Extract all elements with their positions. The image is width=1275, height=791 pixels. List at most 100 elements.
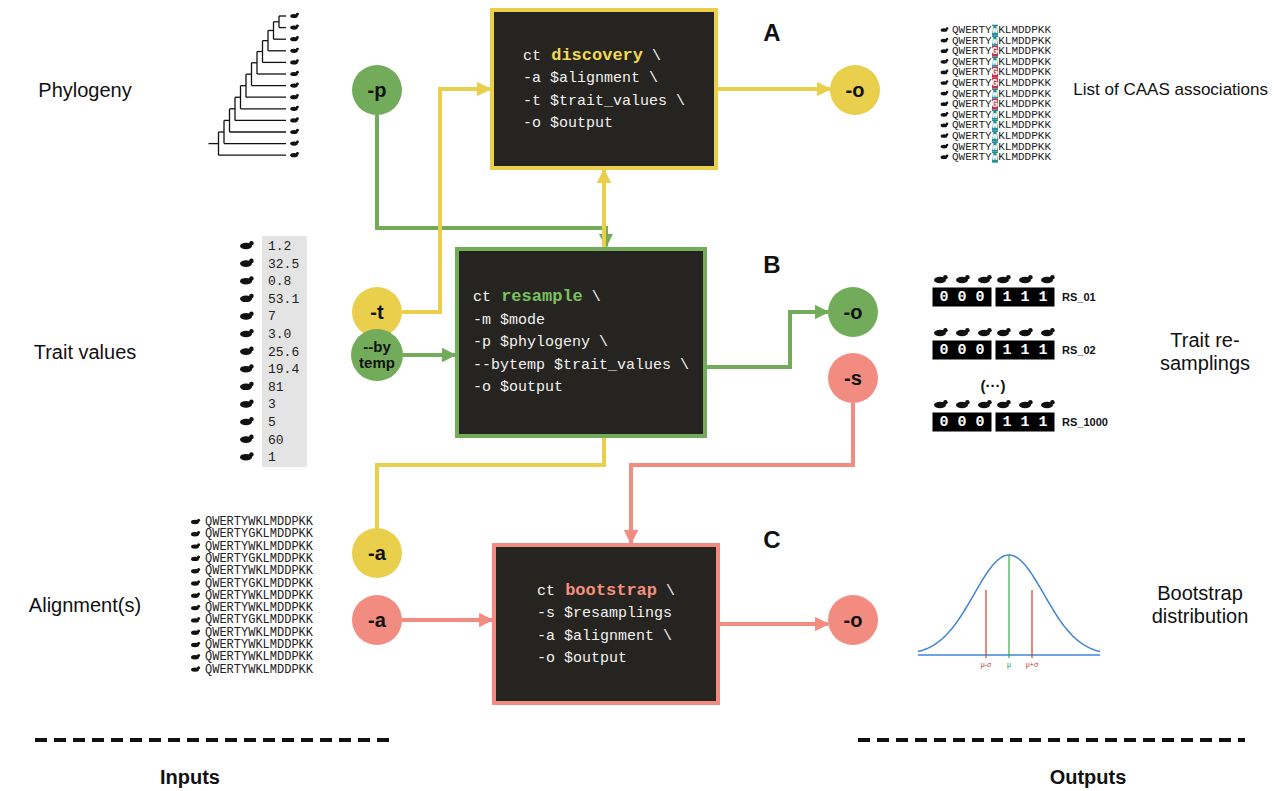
animal-icon: [997, 400, 1011, 408]
resampling-label: 1 1 1: [995, 288, 1054, 307]
option-circle: --by temp: [351, 329, 403, 381]
trait-value: 32.5: [268, 256, 299, 271]
code-line: -s $resamplings: [537, 603, 675, 626]
animal-head: [296, 13, 299, 16]
animal-body: [941, 113, 948, 117]
tree-branch: [279, 15, 286, 16]
animal-head: [965, 328, 970, 333]
animal-head: [1028, 400, 1033, 405]
alignment-row: QWERTYGKLMDDPKK: [205, 614, 313, 626]
animal-head: [249, 364, 254, 369]
trait-value: 5: [268, 415, 276, 430]
code-line: -a $alignment \: [523, 68, 685, 91]
panel-label: Phylogeny: [38, 79, 131, 102]
alignment-row: QWERTYWKLMDDPKK: [205, 541, 313, 553]
dashed-rule: [35, 738, 390, 742]
animal-icon: [941, 70, 949, 75]
animal-head: [197, 605, 200, 608]
animal-icon: [290, 117, 299, 122]
code-text: ct: [473, 289, 491, 306]
tree-branch: [279, 27, 286, 28]
code-line: -t $trait_values \: [523, 91, 685, 114]
option-circle: -o: [830, 65, 880, 115]
alignment-row: W: [992, 141, 999, 152]
trait-value: 1.2: [268, 239, 291, 254]
animal-head: [1050, 400, 1055, 405]
resampling-label: RS_01: [1062, 291, 1096, 303]
animal-head: [197, 592, 200, 595]
animal-head: [943, 275, 948, 280]
animal-head: [987, 275, 992, 280]
animal-icon: [290, 82, 299, 87]
animal-head: [946, 91, 949, 94]
animal-icon: [290, 94, 299, 99]
animal-icon: [978, 328, 992, 336]
alignment-row: KLMDDPKK: [998, 78, 1051, 89]
animal-head: [946, 112, 949, 115]
animal-icon: [191, 568, 200, 574]
animal-head: [296, 94, 299, 97]
connector-arrow: [403, 353, 455, 357]
animal-head: [296, 106, 299, 109]
alignment-row: KLMDDPKK: [998, 35, 1051, 46]
animal-head: [1006, 275, 1011, 280]
tree-branch: [241, 85, 247, 86]
animal-head: [197, 568, 200, 571]
alignment-row: G: [992, 67, 999, 78]
code-block: ctresample\-m $mode-p $phylogeny \--byte…: [473, 284, 689, 400]
animal-icon: [191, 580, 200, 586]
tree-branch: [209, 143, 219, 144]
tree-branch: [230, 131, 287, 132]
tree-branch: [246, 74, 252, 75]
tree-branch: [230, 108, 236, 109]
option-flag: -o: [844, 610, 863, 630]
animal-icon: [941, 91, 949, 96]
animal-head: [987, 400, 992, 405]
animal-icon: [290, 71, 299, 76]
alignment-row: KLMDDPKK: [998, 99, 1051, 110]
code-block: ctbootstrap\-s $resamplings-a $alignment…: [537, 578, 675, 671]
option-circle: -a: [352, 595, 402, 645]
animal-icon: [191, 543, 200, 549]
animal-icon: [191, 617, 200, 623]
alignment-row: KLMDDPKK: [998, 131, 1051, 142]
tree-branch: [268, 50, 286, 51]
alignment-row: QWERTYWKLMDDPKK: [205, 664, 313, 676]
animal-head: [946, 80, 949, 83]
animal-body: [941, 102, 948, 106]
option-circle: -s: [828, 353, 878, 403]
option-flag: -t: [370, 302, 383, 322]
alignment-row: W: [992, 35, 999, 46]
option-circle: -o: [828, 595, 878, 645]
alignment-row: W: [992, 88, 999, 99]
command-box: ctbootstrap\-s $resamplings-a $alignment…: [492, 543, 720, 705]
animal-head: [249, 311, 254, 316]
animal-body: [941, 39, 948, 43]
animal-icon: [240, 399, 254, 407]
trait-value: 53.1: [268, 291, 299, 306]
animal-icon: [290, 106, 299, 111]
animal-icon: [290, 140, 299, 145]
alignment-row: QWERTY: [952, 67, 992, 78]
animal-head: [197, 556, 200, 559]
panel-label: Bootstrap distribution: [1130, 582, 1270, 628]
panel-letter: A: [763, 19, 780, 47]
connector-arrow: [707, 312, 828, 367]
option-flag: -p: [368, 80, 387, 100]
alignment-row: KLMDDPKK: [998, 120, 1051, 131]
animal-head: [249, 294, 254, 299]
animal-icon: [1041, 328, 1055, 336]
tree-branch: [257, 51, 263, 52]
alignment-row: KLMDDPKK: [998, 141, 1051, 152]
animal-icon: [240, 382, 254, 390]
alignment-row: QWERTY: [952, 46, 992, 57]
tree-branch: [224, 143, 286, 144]
option-flag: -a: [368, 610, 386, 630]
trait-value: 1: [268, 450, 276, 465]
animal-head: [1050, 275, 1055, 280]
alignment-row: QWERTY: [952, 88, 992, 99]
animal-head: [1028, 328, 1033, 333]
tree-branch: [241, 108, 287, 109]
animal-head: [946, 144, 949, 147]
animal-body: [941, 71, 948, 75]
